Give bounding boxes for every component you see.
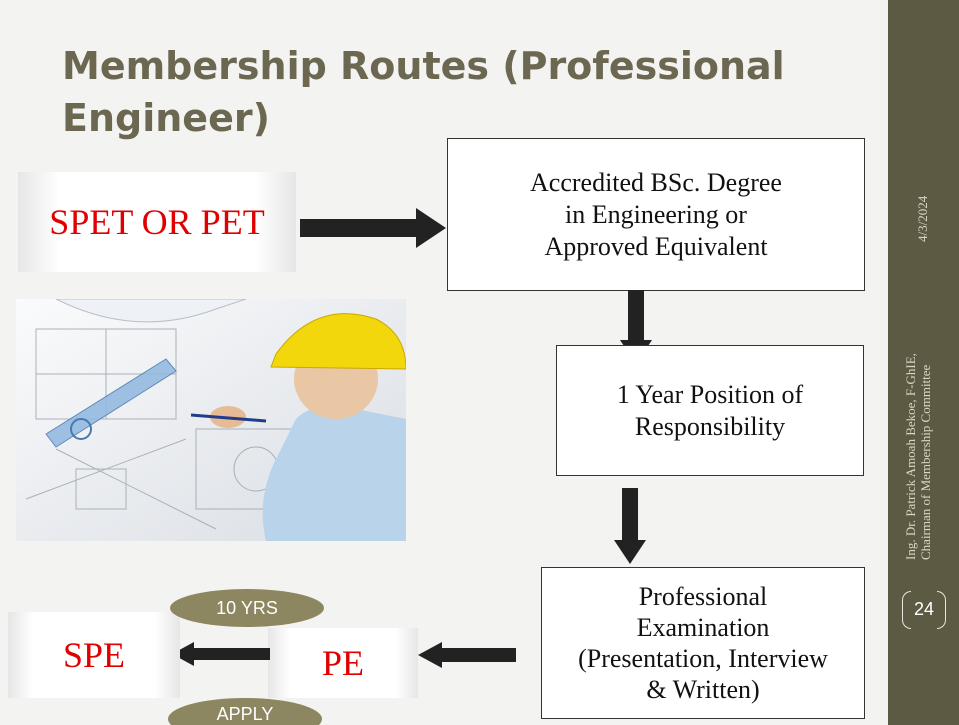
page-number: 24 xyxy=(894,585,954,633)
apply-label: APPLY xyxy=(216,704,274,724)
step2-line1: 1 Year Position of xyxy=(616,379,804,409)
step1-line1: Accredited BSc. Degree xyxy=(530,167,782,197)
step3-line1: Professional xyxy=(638,582,768,611)
start-box: SPET OR PET xyxy=(18,172,296,272)
professional-examination-box: Professional Examination (Presentation, … xyxy=(541,567,865,719)
step3-line2: Examination xyxy=(636,613,770,642)
slide-title: Membership Routes (Professional Engineer… xyxy=(62,44,785,140)
position-of-responsibility-box: 1 Year Position of Responsibility xyxy=(556,345,864,476)
sidebar xyxy=(888,0,959,725)
footer-author: Ing. Dr. Patrick Amoah Bekoe, F-GhIE, xyxy=(903,353,918,560)
pe-box: PE xyxy=(268,628,418,698)
step1-line2: in Engineering or xyxy=(565,199,747,229)
arrow-down-icon xyxy=(614,488,646,564)
arrow-right-icon xyxy=(300,208,446,248)
pe-label: PE xyxy=(321,643,364,683)
apply-badge: APPLY xyxy=(168,698,322,725)
spe-label: SPE xyxy=(62,635,126,675)
years-label: 10 YRS xyxy=(216,597,278,618)
years-badge: 10 YRS xyxy=(170,589,324,627)
page-number-label: 24 xyxy=(913,598,935,619)
accredited-degree-box: Accredited BSc. Degree in Engineering or… xyxy=(447,138,865,291)
footer-role: Chairman of Membership Committee xyxy=(918,364,933,560)
arrow-left-icon xyxy=(172,642,270,666)
arrow-left-icon xyxy=(418,642,516,668)
slide-date: 4/3/2024 xyxy=(915,195,930,242)
step2-line2: Responsibility xyxy=(634,411,786,441)
step3-line3: (Presentation, Interview xyxy=(578,644,828,673)
step3-line4: & Written) xyxy=(646,675,760,704)
engineer-photo xyxy=(16,299,406,541)
spe-box: SPE xyxy=(8,612,180,698)
step1-line3: Approved Equivalent xyxy=(544,231,768,261)
start-label: SPET OR PET xyxy=(49,202,265,242)
